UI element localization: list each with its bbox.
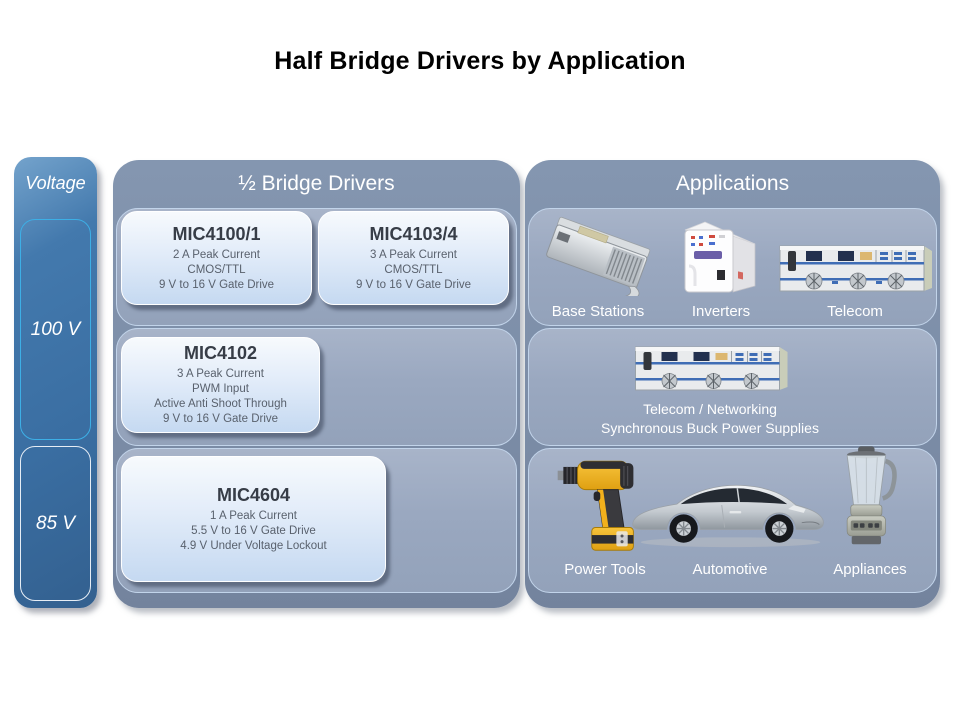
telecom-rack-image (628, 343, 793, 393)
chip-spec: 5.5 V to 16 V Gate Drive (191, 524, 316, 537)
app-label-power-tools: Power Tools (564, 561, 646, 578)
chip-mic4100-1: MIC4100/1 2 A Peak Current CMOS/TTL 9 V … (121, 211, 312, 305)
drill-image (557, 448, 653, 554)
chip-mic4604: MIC4604 1 A Peak Current 5.5 V to 16 V G… (121, 456, 386, 582)
chip-spec: 9 V to 16 V Gate Drive (158, 278, 275, 291)
chip-mic4103-4-name: MIC4103/4 (369, 223, 458, 244)
chip-spec: 3 A Peak Current (177, 368, 264, 380)
app-label-telecom-networking-line2: Synchronous Buck Power Supplies (601, 420, 819, 436)
app-label-inverters: Inverters (691, 303, 751, 320)
app-item-automotive: Automotive (620, 452, 840, 578)
chip-spec: CMOS/TTL (187, 263, 246, 276)
app-label-telecom: Telecom (827, 303, 883, 320)
app-item-base-stations: Base Stations (537, 215, 659, 320)
chip-mic4604-name: MIC4604 (216, 484, 291, 505)
chip-mic4103-4: MIC4103/4 3 A Peak Current CMOS/TTL 9 V … (318, 211, 509, 305)
chip-spec: 9 V to 16 V Gate Drive (162, 413, 279, 425)
half-bridge-drivers-panel: ½ Bridge Drivers MIC4100/1 2 A Peak Curr… (113, 160, 520, 608)
app-item-inverters: Inverters (665, 215, 777, 320)
chip-spec: 3 A Peak Current (370, 248, 457, 261)
voltage-range-100v: 100 V (20, 219, 91, 440)
voltage-column-header: Voltage (25, 173, 86, 193)
app-label-automotive: Automotive (692, 561, 768, 578)
car-image (628, 466, 833, 554)
app-label-telecom-networking-line1: Telecom / Networking (643, 401, 777, 417)
chip-spec: Active Anti Shoot Through (154, 398, 287, 410)
telecom-rack-image (776, 240, 934, 296)
applications-panel-header: Applications (675, 172, 790, 195)
app-label-base-stations: Base Stations (551, 303, 645, 320)
app-item-telecom: Telecom (775, 215, 935, 320)
applications-panel: Applications (525, 160, 940, 608)
chip-mic4100-1-name: MIC4100/1 (172, 223, 261, 244)
chip-spec: CMOS/TTL (384, 263, 443, 276)
chip-mic4102-name: MIC4102 (183, 343, 258, 363)
voltage-column: Voltage 100 V 85 V (14, 157, 97, 608)
inverter-tower-image (675, 218, 767, 296)
app-item-power-tools: Power Tools (545, 452, 665, 578)
voltage-range-85v: 85 V (20, 446, 91, 601)
power-supply-module-image (541, 216, 656, 296)
chip-mic4102: MIC4102 3 A Peak Current PWM Input Activ… (121, 337, 320, 433)
blender-image (838, 444, 902, 554)
voltage-100v-label: 100 V (30, 318, 81, 340)
voltage-85v-label: 85 V (35, 512, 76, 534)
chip-spec: 1 A Peak Current (210, 509, 297, 522)
chip-spec: PWM Input (192, 383, 249, 395)
page-title: Half Bridge Drivers by Application (274, 47, 686, 75)
app-label-appliances: Appliances (833, 561, 907, 578)
drivers-panel-header: ½ Bridge Drivers (238, 172, 395, 195)
chip-spec: 9 V to 16 V Gate Drive (355, 278, 472, 291)
app-item-appliances: Appliances (810, 446, 930, 578)
chip-spec: 2 A Peak Current (173, 248, 260, 261)
chip-spec: 4.9 V Under Voltage Lockout (180, 539, 327, 552)
app-item-telecom-networking: Telecom / Networking Synchronous Buck Po… (525, 345, 895, 437)
